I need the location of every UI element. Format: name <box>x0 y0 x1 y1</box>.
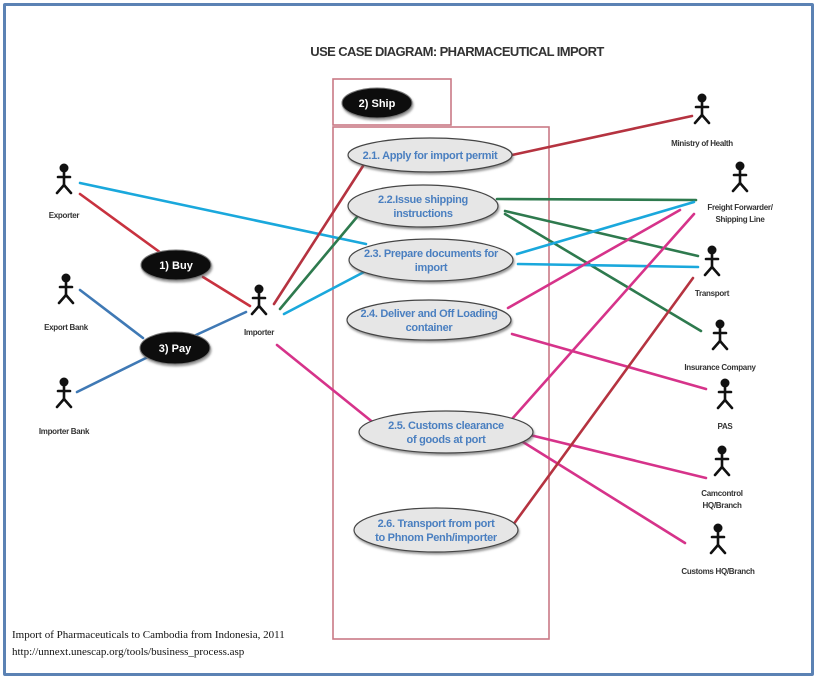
use-case-ellipse <box>348 238 514 282</box>
stick-figure-icon <box>693 93 711 125</box>
use-case-label: 2.2.Issue shipping <box>378 194 468 206</box>
actor-label: Insurance Company <box>684 363 756 372</box>
stick-figure-icon <box>55 163 73 195</box>
actor-label: Shipping Line <box>716 215 766 224</box>
caption-url: http://unnext.unescap.org/tools/business… <box>12 646 245 658</box>
actor-label: Transport <box>695 289 730 298</box>
use-case-ellipse <box>346 299 512 341</box>
actor-label: Importer Bank <box>39 427 90 436</box>
use-case-label: 1) Buy <box>159 260 194 272</box>
stick-figure-icon <box>703 245 721 277</box>
use-case-ellipse <box>347 184 499 228</box>
association-line-pay-importer <box>194 310 248 337</box>
stick-figure-icon <box>716 378 734 410</box>
actor-transport[interactable]: Transport <box>695 245 730 299</box>
association-line-uc24-pas <box>510 332 708 391</box>
association-line-uc22-freight <box>495 197 698 202</box>
use-case-uc21[interactable]: 2.1. Apply for import permit <box>347 137 513 173</box>
association-line-uc26-transport <box>511 276 695 527</box>
system-boundary-box <box>332 126 550 640</box>
use-case-uc25[interactable]: 2.5. Customs clearance of goods at port <box>358 410 534 454</box>
stick-figure-icon <box>709 523 727 555</box>
association-line-uc24-freight <box>506 208 682 310</box>
actor-label: Freight Forwarder/ <box>707 203 773 212</box>
stick-figure-icon <box>711 319 729 351</box>
association-line-importer-uc23 <box>282 270 366 316</box>
actor-label: PAS <box>718 422 734 431</box>
use-case-label: 2.3. Prepare documents for <box>364 248 499 260</box>
association-line-buy-importer <box>201 275 252 308</box>
use-case-label: 2.5. Customs clearance <box>388 420 504 432</box>
association-line-uc23-freight <box>515 200 696 256</box>
caption-source: Import of Pharmaceuticals to Cambodia fr… <box>12 629 285 641</box>
association-line-uc25-freight <box>510 212 696 421</box>
use-case-pay[interactable]: 3) Pay <box>139 331 211 365</box>
use-case-uc22[interactable]: 2.2.Issue shipping instructions <box>347 184 499 228</box>
association-line-importer-uc25 <box>275 343 377 426</box>
actor-moh[interactable]: Ministry of Health <box>671 93 734 149</box>
use-case-ellipse <box>347 137 513 173</box>
use-case-label: import <box>415 262 448 274</box>
use-case-buy[interactable]: 1) Buy <box>140 249 212 281</box>
stick-figure-icon <box>250 284 268 316</box>
actor-label: Importer <box>244 328 274 337</box>
stick-figure-icon <box>55 377 73 409</box>
association-line-uc22-insurance <box>503 212 703 333</box>
use-case-ellipse <box>358 410 534 454</box>
use-cases: 1) Buy 2) Ship 3) Pay 2.1. Apply for import… <box>139 87 534 553</box>
association-line-importer-uc21 <box>272 164 365 306</box>
use-case-uc24[interactable]: 2.4. Deliver and Off Loading container <box>346 299 512 341</box>
actor-label: Exporter <box>49 211 80 220</box>
use-case-label: instructions <box>393 208 453 220</box>
use-case-label: 2.4. Deliver and Off Loading <box>360 308 497 320</box>
ship-package-box <box>332 78 452 126</box>
stick-figure-icon <box>713 445 731 477</box>
use-case-ellipse <box>139 331 211 365</box>
association-line-uc25-camcontrol <box>528 433 708 480</box>
association-line-uc21-moh <box>510 114 694 157</box>
association-line-importer_bank-pay <box>75 354 152 394</box>
use-case-label: container <box>406 322 454 334</box>
actor-customs[interactable]: Customs HQ/Branch <box>681 523 755 577</box>
actor-label: Camcontrol <box>701 489 743 498</box>
actor-label: Ministry of Health <box>671 139 733 148</box>
stick-figure-icon <box>731 161 749 193</box>
association-line-importer-uc22 <box>278 215 359 311</box>
use-case-ellipse <box>341 87 413 119</box>
actor-importer-bank[interactable]: Importer Bank <box>39 377 90 437</box>
use-case-ellipse <box>353 507 519 553</box>
actor-insurance[interactable]: Insurance Company <box>684 319 757 373</box>
association-line-exporter-buy <box>78 192 163 255</box>
diagram-title: USE CASE DIAGRAM: PHARMACEUTICAL IMPORT <box>310 44 604 59</box>
use-case-label: 3) Pay <box>159 343 192 355</box>
use-case-label: of goods at port <box>407 434 487 446</box>
association-line-uc22-transport <box>503 209 700 258</box>
use-case-label: 2.6. Transport from port <box>378 518 496 530</box>
use-case-ship[interactable]: 2) Ship <box>341 87 413 119</box>
stick-figure-icon <box>57 273 75 305</box>
actor-export-bank[interactable]: Export Bank <box>44 273 89 333</box>
actor-pas[interactable]: PAS <box>716 378 734 432</box>
associations <box>75 114 708 545</box>
use-case-ellipse <box>140 249 212 281</box>
use-case-uc26[interactable]: 2.6. Transport from port to Phnom Penh/im… <box>353 507 519 553</box>
actor-label: Export Bank <box>44 323 89 332</box>
association-line-export_bank-pay <box>78 288 145 340</box>
actor-freight[interactable]: Freight Forwarder/Shipping Line <box>707 161 774 225</box>
actor-importer[interactable]: Importer <box>244 284 275 338</box>
actor-label: HQ/Branch <box>702 501 741 510</box>
use-case-uc23[interactable]: 2.3. Prepare documents for import <box>348 238 514 282</box>
association-line-exporter-uc23 <box>78 181 368 246</box>
use-case-label: 2) Ship <box>359 98 396 110</box>
use-case-label: to Phnom Penh/importer <box>375 532 498 544</box>
association-line-uc23-transport <box>516 262 700 269</box>
association-line-uc25-customs <box>521 440 687 545</box>
actor-label: Customs HQ/Branch <box>681 567 755 576</box>
actor-exporter[interactable]: Exporter <box>49 163 80 221</box>
use-case-label: 2.1. Apply for import permit <box>363 150 498 162</box>
